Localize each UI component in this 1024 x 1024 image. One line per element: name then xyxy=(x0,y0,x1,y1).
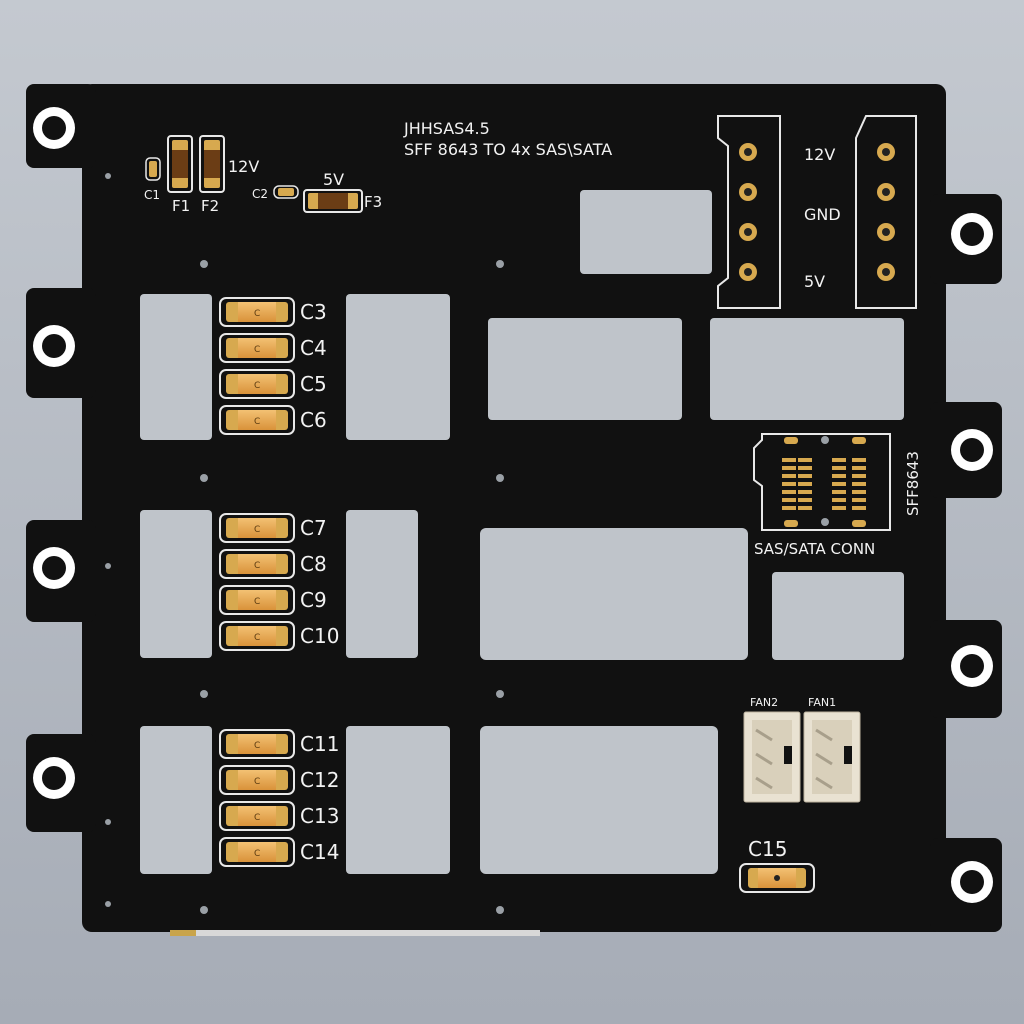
label-12v-fuse: 12V xyxy=(228,157,259,176)
sff8643-pin xyxy=(798,498,812,502)
label-c3: C3 xyxy=(300,300,327,324)
fuse-f1 xyxy=(167,135,193,193)
label-c2: C2 xyxy=(252,187,268,201)
board-cutouts xyxy=(140,190,904,874)
label-c5: C5 xyxy=(300,372,327,396)
sff8643-pin xyxy=(782,506,796,510)
label-f2: F2 xyxy=(201,197,219,215)
sff8643-connector xyxy=(753,433,891,531)
sff8643-pin xyxy=(782,458,796,462)
capacitor-c6: C C6 xyxy=(219,405,327,435)
fuse-f3 xyxy=(303,189,363,213)
capacitor-c9: C C9 xyxy=(219,585,327,615)
capacitor-marker: C xyxy=(254,849,260,859)
label-c7: C7 xyxy=(300,516,327,540)
sff8643-pin xyxy=(852,458,866,462)
vias xyxy=(105,173,504,914)
label-power-gnd: GND xyxy=(804,205,841,224)
sff8643-pin xyxy=(852,474,866,478)
label-c15: C15 xyxy=(748,837,787,861)
sff8643-pin xyxy=(782,482,796,486)
capacitor-c13: C C13 xyxy=(219,801,339,831)
capacitor-c1 xyxy=(145,157,161,181)
sff8643-pin xyxy=(782,490,796,494)
capacitor-marker: C xyxy=(254,525,260,535)
label-fan2: FAN2 xyxy=(750,696,778,709)
label-c4: C4 xyxy=(300,336,327,360)
fan1-header xyxy=(803,711,861,803)
capacitor-marker: C xyxy=(254,633,260,643)
label-fan1: FAN1 xyxy=(808,696,836,709)
label-f1: F1 xyxy=(172,197,190,215)
board-title: JHHSAS4.5 xyxy=(403,119,490,138)
label-power-5v: 5V xyxy=(804,272,825,291)
capacitor-c14: C C14 xyxy=(219,837,339,867)
sff8643-pin xyxy=(832,482,846,486)
sff8643-pin xyxy=(782,466,796,470)
fan2-header xyxy=(743,711,801,803)
sff8643-pin xyxy=(832,498,846,502)
sff8643-pin xyxy=(832,506,846,510)
capacitor-c8: C C8 xyxy=(219,549,327,579)
sff8643-pin xyxy=(782,474,796,478)
sff8643-pin xyxy=(832,466,846,470)
capacitor-marker: C xyxy=(254,813,260,823)
sff8643-pin xyxy=(852,490,866,494)
label-f3: F3 xyxy=(364,193,382,211)
label-c11: C11 xyxy=(300,732,339,756)
label-c14: C14 xyxy=(300,840,339,864)
capacitor-marker: C xyxy=(254,777,260,787)
sff8643-pin xyxy=(798,506,812,510)
label-c1: C1 xyxy=(144,188,160,202)
sff8643-pin xyxy=(798,458,812,462)
capacitor-c5: C C5 xyxy=(219,369,327,399)
sff8643-pin xyxy=(832,458,846,462)
sff8643-pin xyxy=(782,498,796,502)
label-sff8643: SFF8643 xyxy=(904,451,922,516)
board-subtitle: SFF 8643 TO 4x SAS\SATA xyxy=(404,140,612,159)
label-5v-fuse: 5V xyxy=(323,170,344,189)
label-c6: C6 xyxy=(300,408,327,432)
label-c13: C13 xyxy=(300,804,339,828)
sff8643-pin xyxy=(798,466,812,470)
sff8643-pin xyxy=(852,482,866,486)
capacitor-marker: C xyxy=(254,381,260,391)
label-c10: C10 xyxy=(300,624,339,648)
sff8643-pin xyxy=(798,482,812,486)
mounting-holes xyxy=(33,107,993,903)
capacitor-c10: C C10 xyxy=(219,621,339,651)
label-c9: C9 xyxy=(300,588,327,612)
sff8643-pin xyxy=(798,474,812,478)
fuse-f2 xyxy=(199,135,225,193)
sff8643-pin xyxy=(832,474,846,478)
capacitor-marker: C xyxy=(254,309,260,319)
sff8643-pin xyxy=(852,498,866,502)
capacitor-c3: C C3 xyxy=(219,297,327,327)
power-connector-right xyxy=(855,115,917,309)
label-power-12v: 12V xyxy=(804,145,835,164)
capacitor-c12: C C12 xyxy=(219,765,339,795)
sff8643-pin xyxy=(798,490,812,494)
capacitor-c7: C C7 xyxy=(219,513,327,543)
capacitor-marker: C xyxy=(254,597,260,607)
sff8643-pin xyxy=(832,490,846,494)
sff8643-pin xyxy=(852,466,866,470)
sff8643-pin xyxy=(852,506,866,510)
capacitor-marker: C xyxy=(254,561,260,571)
capacitor-marker: C xyxy=(254,345,260,355)
capacitor-marker: C xyxy=(254,741,260,751)
capacitor-c4: C C4 xyxy=(219,333,327,363)
label-c8: C8 xyxy=(300,552,327,576)
capacitor-marker: C xyxy=(254,417,260,427)
label-c12: C12 xyxy=(300,768,339,792)
label-sas-sata-conn: SAS/SATA CONN xyxy=(754,540,875,558)
capacitor-c2 xyxy=(273,185,299,199)
capacitor-c15 xyxy=(739,863,815,893)
capacitor-c11: C C11 xyxy=(219,729,339,759)
power-connector-left xyxy=(717,115,781,309)
